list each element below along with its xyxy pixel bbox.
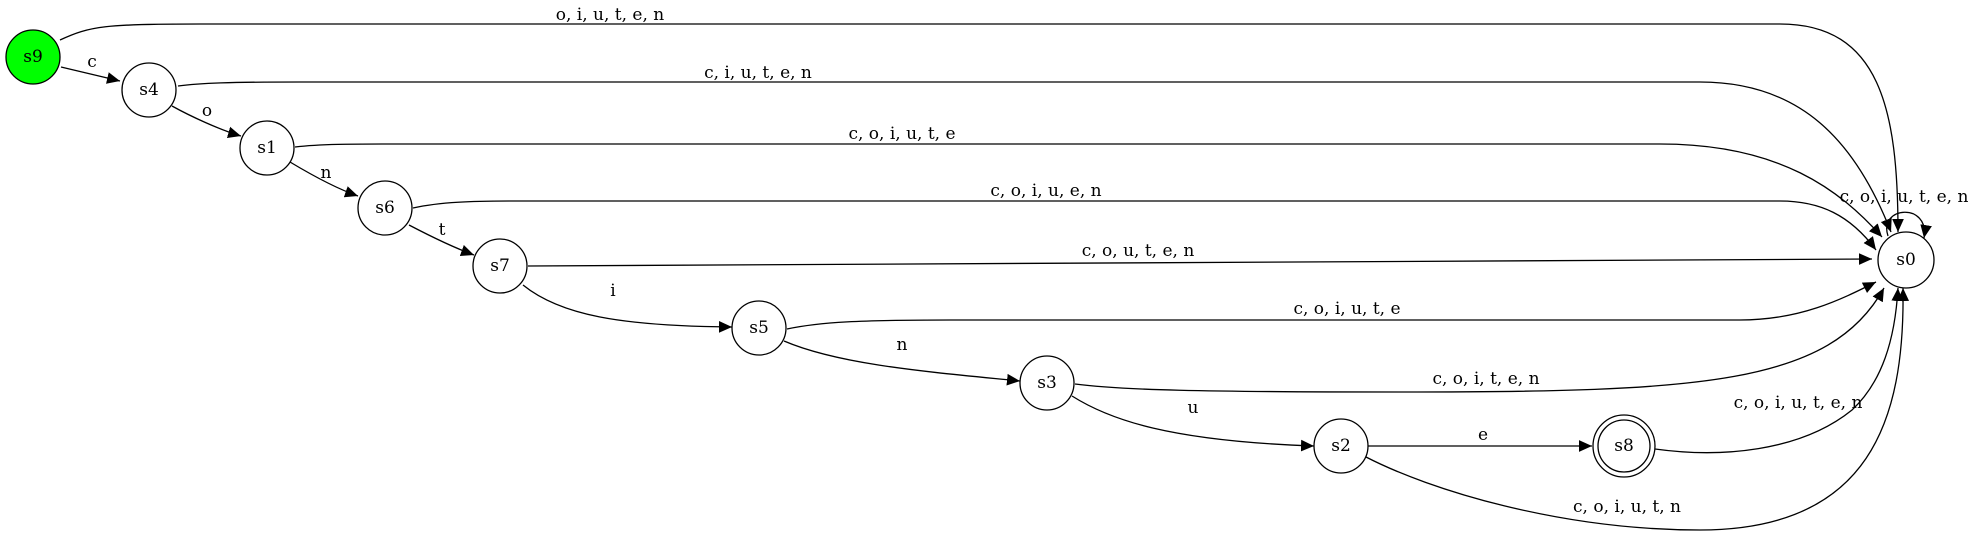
- edge-s9-s4: c: [60, 52, 121, 84]
- edge-s6-s0: c, o, i, u, e, n: [412, 181, 1877, 251]
- edge-s5-s3: n: [783, 335, 1021, 386]
- edge-label-s3-s0: c, o, i, t, e, n: [1432, 369, 1539, 389]
- state-label: s3: [1037, 373, 1057, 393]
- edge-label-s5-s0: c, o, i, u, t, e: [1293, 299, 1400, 319]
- edge-label-s3-s2: u: [1188, 398, 1199, 418]
- state-node-s3[interactable]: s3: [1019, 355, 1075, 411]
- nodes: s9 s4 s1 s6 s7 s5 s3 s2: [5, 29, 1935, 478]
- start-state-circle: [5, 29, 61, 85]
- state-label: s5: [749, 318, 769, 338]
- edge-label-s8-s0: c, o, i, u, t, e, n: [1734, 393, 1863, 413]
- edge-label-s4-s1: o: [202, 101, 212, 121]
- edge-s7-s0: c, o, u, t, e, n: [527, 241, 1873, 267]
- edge-label-s7-s0: c, o, u, t, e, n: [1082, 241, 1195, 261]
- edge-label-s4-s0: c, i, u, t, e, n: [704, 63, 812, 83]
- edge-s3-s0: c, o, i, t, e, n: [1074, 287, 1885, 393]
- state-label: s4: [139, 80, 159, 100]
- accepting-state-inner-circle: [1597, 419, 1651, 473]
- state-node-s6[interactable]: s6: [357, 180, 413, 236]
- state-circle: [1019, 355, 1075, 411]
- edge-s1-s0: c, o, i, u, t, e: [294, 124, 1883, 238]
- state-node-s7[interactable]: s7: [472, 238, 528, 294]
- edge-label-s0-s0: c, o, i, u, t, e, n: [1840, 187, 1969, 207]
- state-label: s6: [375, 198, 395, 218]
- state-circle: [239, 120, 295, 176]
- state-label: s8: [1614, 436, 1634, 456]
- state-circle: [472, 238, 528, 294]
- edge-label-s7-s5: i: [610, 281, 616, 301]
- edge-s1-s6: n: [289, 161, 359, 198]
- state-node-s9[interactable]: s9: [5, 29, 61, 85]
- state-circle: [121, 62, 177, 118]
- edge-label-s2-s8: e: [1478, 425, 1488, 445]
- edge-label-s1-s6: n: [321, 163, 332, 183]
- edge-s3-s2: u: [1071, 395, 1315, 452]
- edges: o, i, u, t, e, n c c, i, u, t, e, n o c,…: [59, 5, 1969, 531]
- state-label: s1: [257, 138, 277, 158]
- edge-s5-s0: c, o, i, u, t, e: [786, 281, 1877, 330]
- state-circle: [731, 300, 787, 356]
- state-circle: [1877, 231, 1935, 289]
- state-circle: [1313, 418, 1369, 474]
- state-node-s4[interactable]: s4: [121, 62, 177, 118]
- state-label: s0: [1896, 250, 1916, 270]
- edge-label-s1-s0: c, o, i, u, t, e: [848, 124, 955, 144]
- edge-s7-s5: i: [522, 281, 733, 333]
- state-circle: [357, 180, 413, 236]
- state-node-s2[interactable]: s2: [1313, 418, 1369, 474]
- edge-s4-s1: o: [171, 101, 242, 139]
- edge-s0-s0: c, o, i, u, t, e, n: [1840, 187, 1969, 239]
- edge-label-s9-s0: o, i, u, t, e, n: [556, 5, 665, 25]
- state-label: s2: [1331, 436, 1351, 456]
- edge-s4-s0: c, i, u, t, e, n: [177, 63, 1892, 233]
- edge-s2-s8: e: [1368, 425, 1592, 452]
- state-node-s0[interactable]: s0: [1877, 231, 1935, 289]
- edge-s2-s0: c, o, i, u, t, n: [1365, 287, 1910, 531]
- edge-s8-s0: c, o, i, u, t, e, n: [1654, 287, 1904, 454]
- edge-s9-s0: o, i, u, t, e, n: [59, 5, 1904, 233]
- edge-label-s6-s7: t: [439, 220, 446, 240]
- edge-s6-s7: t: [408, 220, 475, 256]
- edge-label-s5-s3: n: [897, 335, 908, 355]
- state-node-s8[interactable]: s8: [1592, 414, 1656, 478]
- state-node-s1[interactable]: s1: [239, 120, 295, 176]
- edge-label-s6-s0: c, o, i, u, e, n: [990, 181, 1101, 201]
- state-label: s9: [23, 47, 43, 67]
- state-node-s5[interactable]: s5: [731, 300, 787, 356]
- edge-label-s9-s4: c: [87, 52, 97, 72]
- edge-label-s2-s0: c, o, i, u, t, n: [1573, 497, 1681, 517]
- state-label: s7: [490, 256, 510, 276]
